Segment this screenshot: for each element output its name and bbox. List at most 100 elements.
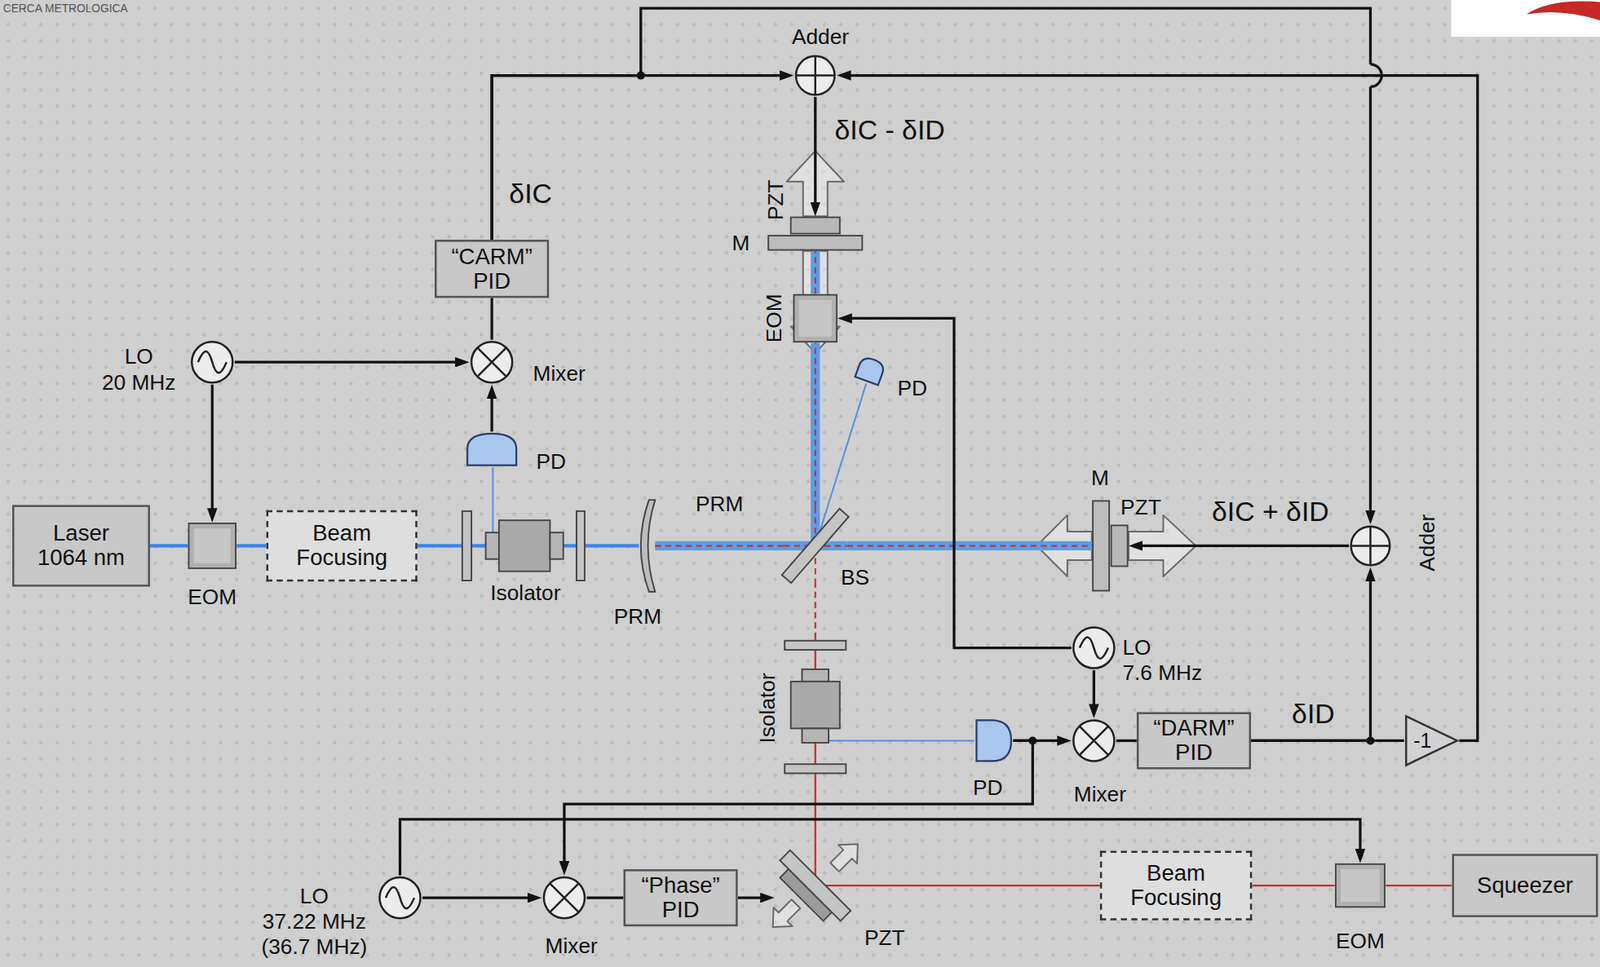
node-text: Squeezer (1476, 873, 1574, 898)
connector-line (843, 75, 1478, 742)
node-text: PD (972, 774, 1004, 801)
graphic-part (379, 877, 420, 919)
node-text: PD (897, 375, 928, 402)
signal-wire (738, 897, 770, 898)
adder-circle: Adder (1348, 524, 1393, 568)
adder-circle-outline (793, 53, 837, 98)
graphic-part (828, 739, 849, 742)
graphic-part (1351, 526, 1391, 566)
signal-wire (490, 297, 492, 341)
mixer-circle: Mixer (469, 340, 515, 385)
watermark-text: CERCA METROLOGICA (3, 2, 129, 17)
process-box: Squeezer (1452, 853, 1599, 918)
graphic-part (1079, 726, 1109, 756)
node-text: Mixer (533, 360, 586, 387)
dashed-box: Beam Focusing (1100, 851, 1252, 921)
signal-wire (814, 97, 816, 211)
mirror: M (767, 234, 864, 252)
graphic-part (1079, 726, 1109, 756)
signal-label: δID (1291, 698, 1335, 732)
inverter-triangle-outline (1404, 714, 1460, 768)
text-line: LO (1122, 634, 1203, 661)
connector-line (810, 251, 820, 295)
logo-panel (1450, 0, 1600, 37)
graphic-part (793, 295, 837, 343)
beam-path (492, 467, 494, 509)
text-line: “CARM” (450, 243, 532, 269)
connector-line (490, 297, 493, 341)
eom-square: EOM (187, 522, 237, 571)
mixer-circle-outline (469, 340, 515, 385)
isolator: Isolator (782, 638, 849, 776)
pzt-actuator-outline (1109, 524, 1129, 568)
oscillator-circle: LO 20 MHz (190, 340, 235, 385)
graphic-part (1405, 716, 1458, 765)
connector-line (1134, 544, 1349, 548)
graphic-part (802, 669, 830, 682)
connector-line (654, 544, 784, 547)
graphic-part (1092, 500, 1110, 591)
node-text: EOM (1335, 928, 1385, 955)
eom-square-outline (1334, 863, 1387, 909)
beam-path (814, 342, 816, 507)
graphic-part (1079, 636, 1109, 659)
connector-line (847, 541, 1092, 551)
connector-line (810, 342, 820, 507)
process-box: “CARM” PID (434, 239, 549, 298)
beam-path (417, 545, 460, 547)
connector-line (813, 97, 817, 211)
curved-mirror-outline (638, 498, 655, 595)
photodiode: PD (974, 718, 1014, 764)
node-text: LO 20 MHz (101, 343, 177, 395)
process-box: “DARM” PID (1136, 711, 1251, 770)
graphic-part (791, 681, 840, 730)
beam-splitter: BS (783, 507, 848, 585)
beam-path (1385, 884, 1452, 886)
junction-dot (636, 71, 646, 80)
graphic-part (188, 523, 236, 569)
process-box: “Phase” PID (623, 869, 739, 928)
node-text: Adder (791, 23, 849, 50)
connector-line (654, 541, 784, 551)
graphic-part (1369, 526, 1372, 566)
connector-line (814, 584, 817, 639)
connector-line (844, 318, 1072, 648)
node-text: EOM (760, 293, 787, 343)
signal-wire (490, 390, 492, 432)
mirror: M (1091, 499, 1111, 593)
wire-hop (1370, 64, 1382, 88)
node-text: PZT (1120, 494, 1162, 521)
graphic-part (779, 850, 851, 922)
photodiode-outline (465, 431, 519, 468)
node-text: M (731, 229, 750, 257)
beam-path (827, 383, 867, 507)
text-line: Focusing (296, 545, 388, 571)
hollow-arrow-shape (763, 894, 805, 937)
eom-square-outline (792, 293, 838, 343)
eom-square: EOM (792, 293, 838, 343)
connector-line (814, 775, 817, 842)
graphic-part (1073, 627, 1114, 669)
graphic-part (1335, 864, 1385, 908)
graphic-part (795, 56, 836, 96)
inverter-triangle: -1 (1404, 714, 1460, 768)
signal-wire (564, 740, 1033, 870)
hollow-arrow (825, 835, 867, 877)
connector-line (856, 884, 1101, 887)
connector-line (814, 342, 817, 507)
text-line: LO (101, 343, 177, 370)
connector-line (150, 543, 188, 548)
steering-mirror: PZT (774, 841, 857, 930)
node-text: Mixer (545, 932, 598, 960)
connector-line (738, 896, 770, 899)
node-text: Mixer (1074, 781, 1127, 808)
text-line: 20 MHz (101, 369, 177, 396)
graphic-part (549, 883, 579, 913)
hollow-arrow-shape (825, 835, 867, 877)
beam-splitter-outline (783, 507, 848, 585)
adder-circle: Adder (793, 53, 837, 98)
connector-line (234, 361, 464, 364)
connector-line (236, 543, 266, 548)
